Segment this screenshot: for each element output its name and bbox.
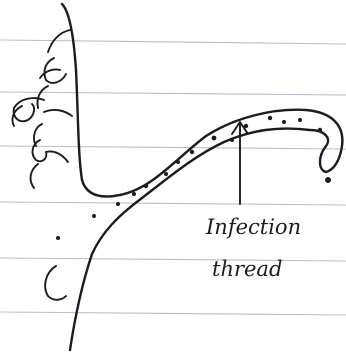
ruled-lines bbox=[0, 40, 346, 315]
root-hair-outline bbox=[62, 4, 342, 350]
label-line-1: Infection bbox=[205, 215, 301, 239]
label-line-2: thread bbox=[212, 257, 282, 281]
root-cells bbox=[12, 30, 72, 188]
bacterium-curl bbox=[45, 266, 66, 300]
